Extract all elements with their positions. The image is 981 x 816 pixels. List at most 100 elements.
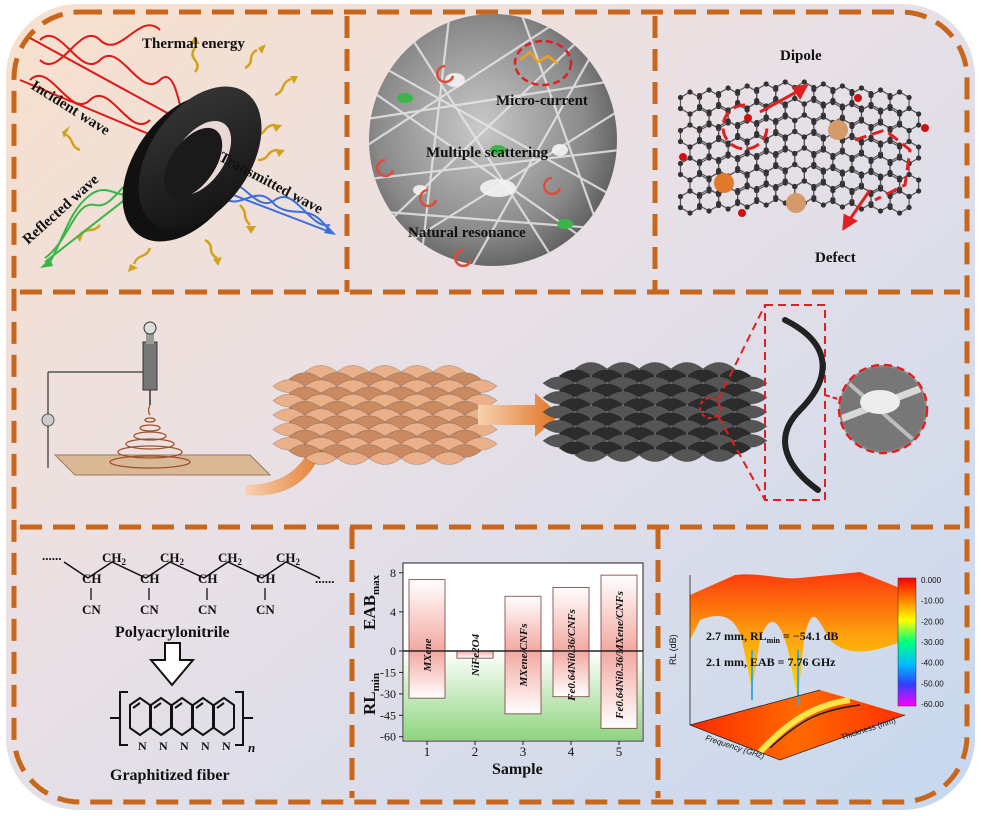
carbon-atom [849, 156, 855, 163]
carbon-atom [687, 155, 693, 161]
fabrication-process-panel [41, 304, 929, 501]
carbon-atom [773, 130, 779, 137]
carbon-atom [887, 169, 893, 176]
carbon-atom [773, 117, 779, 124]
carbon-atom [906, 127, 912, 134]
panel-dividers [20, 16, 960, 798]
carbon-atom [820, 202, 826, 208]
nitrogen-atom: N [201, 739, 210, 753]
oxygen-atom [744, 114, 752, 122]
carbon-atom [696, 171, 703, 178]
repeat-n: n [248, 740, 255, 755]
carbon-atom [887, 103, 893, 110]
nitrogen-atom: N [159, 739, 168, 753]
carbon-atom [754, 86, 760, 93]
carbon-atom [754, 119, 760, 126]
carbon-atom [773, 183, 779, 190]
dipole-arrows [759, 84, 872, 231]
ch-group: CH [82, 571, 102, 586]
eab-bar [600, 574, 638, 652]
ch2-text: CH [218, 550, 238, 565]
ch2-group: CH2 [102, 550, 127, 567]
carbon-atom [916, 177, 922, 183]
carbon-atom [706, 153, 712, 159]
carbon-atom [677, 138, 684, 145]
carbon-atom [868, 134, 874, 141]
carbon-atom [811, 152, 817, 159]
carbon-atom [782, 112, 788, 118]
carbon-atom [754, 196, 760, 203]
rl-bar [504, 650, 542, 715]
carbon-atom [744, 83, 750, 89]
ch2-text: CH [102, 550, 122, 565]
carbon-atom [849, 123, 855, 130]
carbon-atom [896, 122, 903, 128]
y-axis-title-bottom: RLmin [360, 673, 382, 715]
carbon-atom [801, 178, 807, 184]
cn-group: CN [82, 602, 101, 617]
x-axis-title: Sample [492, 761, 543, 778]
carbon-atom [811, 196, 817, 203]
carbon-atom [744, 149, 750, 155]
carbon-atom [811, 86, 817, 93]
carbon-atom [687, 89, 693, 95]
ring-absorber [122, 86, 262, 242]
carbon-atom [868, 191, 874, 198]
nitrogen-atom: N [222, 739, 231, 753]
carbon-atom [877, 153, 884, 159]
double-bond [153, 702, 162, 709]
carbon-atom [706, 186, 712, 192]
carbon-atom [839, 171, 846, 177]
carbon-atom [706, 87, 712, 93]
colorbar-tick-label: -10.00 [921, 597, 944, 606]
bar-sample-label: MXene/CNFs [518, 624, 530, 688]
multiple-scattering-label: Multiple scattering [426, 145, 549, 161]
carbon-atom [715, 123, 722, 130]
cn-group: CN [256, 602, 275, 617]
colorbar-tick-label: -60.00 [921, 700, 944, 709]
carbon-atom [877, 120, 884, 126]
carbon-atom [696, 191, 703, 198]
carbon-atom [782, 178, 788, 184]
carbon-atom [896, 144, 903, 150]
y-axis-title-top: EABmax [360, 574, 382, 630]
carbon-atom [858, 206, 865, 212]
woven-fiber [702, 448, 736, 462]
carbon-atom [801, 134, 807, 140]
carbon-atom [906, 171, 912, 178]
carbon-atom [763, 180, 769, 186]
graphite-ring [213, 696, 235, 737]
carbon-atom [801, 167, 807, 173]
carbon-atom [830, 88, 836, 95]
carbon-atom [906, 204, 912, 211]
ch2-text: CH [276, 550, 296, 565]
graphitized-fiber-label: Graphitized fiber [110, 767, 230, 784]
ch2-subscript: 2 [296, 557, 301, 567]
ch-group: CH [198, 571, 218, 586]
carbon-atom [811, 185, 817, 192]
carbon-atom [877, 208, 884, 214]
carbon-atom [858, 151, 865, 157]
dipole-label: Dipole [780, 48, 822, 64]
carbon-atom [858, 85, 865, 91]
x-tick-label: 3 [520, 744, 527, 759]
x-tick-label: 4 [568, 744, 575, 759]
carbon-atom [916, 144, 922, 150]
carbon-atom [811, 161, 817, 168]
rl-bar [408, 650, 446, 699]
carbon-atom [696, 92, 703, 99]
x-tick-label: 2 [472, 744, 479, 759]
carbon-atom [715, 90, 722, 97]
carbon-atom [715, 200, 722, 207]
carbon-atom [858, 173, 865, 179]
carbon-atom [820, 180, 826, 186]
carbon-atom [677, 171, 684, 178]
carbon-atom [849, 165, 855, 172]
carbon-atom [896, 89, 903, 95]
oxygen-atom [679, 153, 687, 161]
carbon-atom [849, 200, 855, 207]
carbon-atom [677, 160, 684, 167]
carbon-atom [811, 119, 817, 126]
carbon-atom [839, 116, 846, 122]
